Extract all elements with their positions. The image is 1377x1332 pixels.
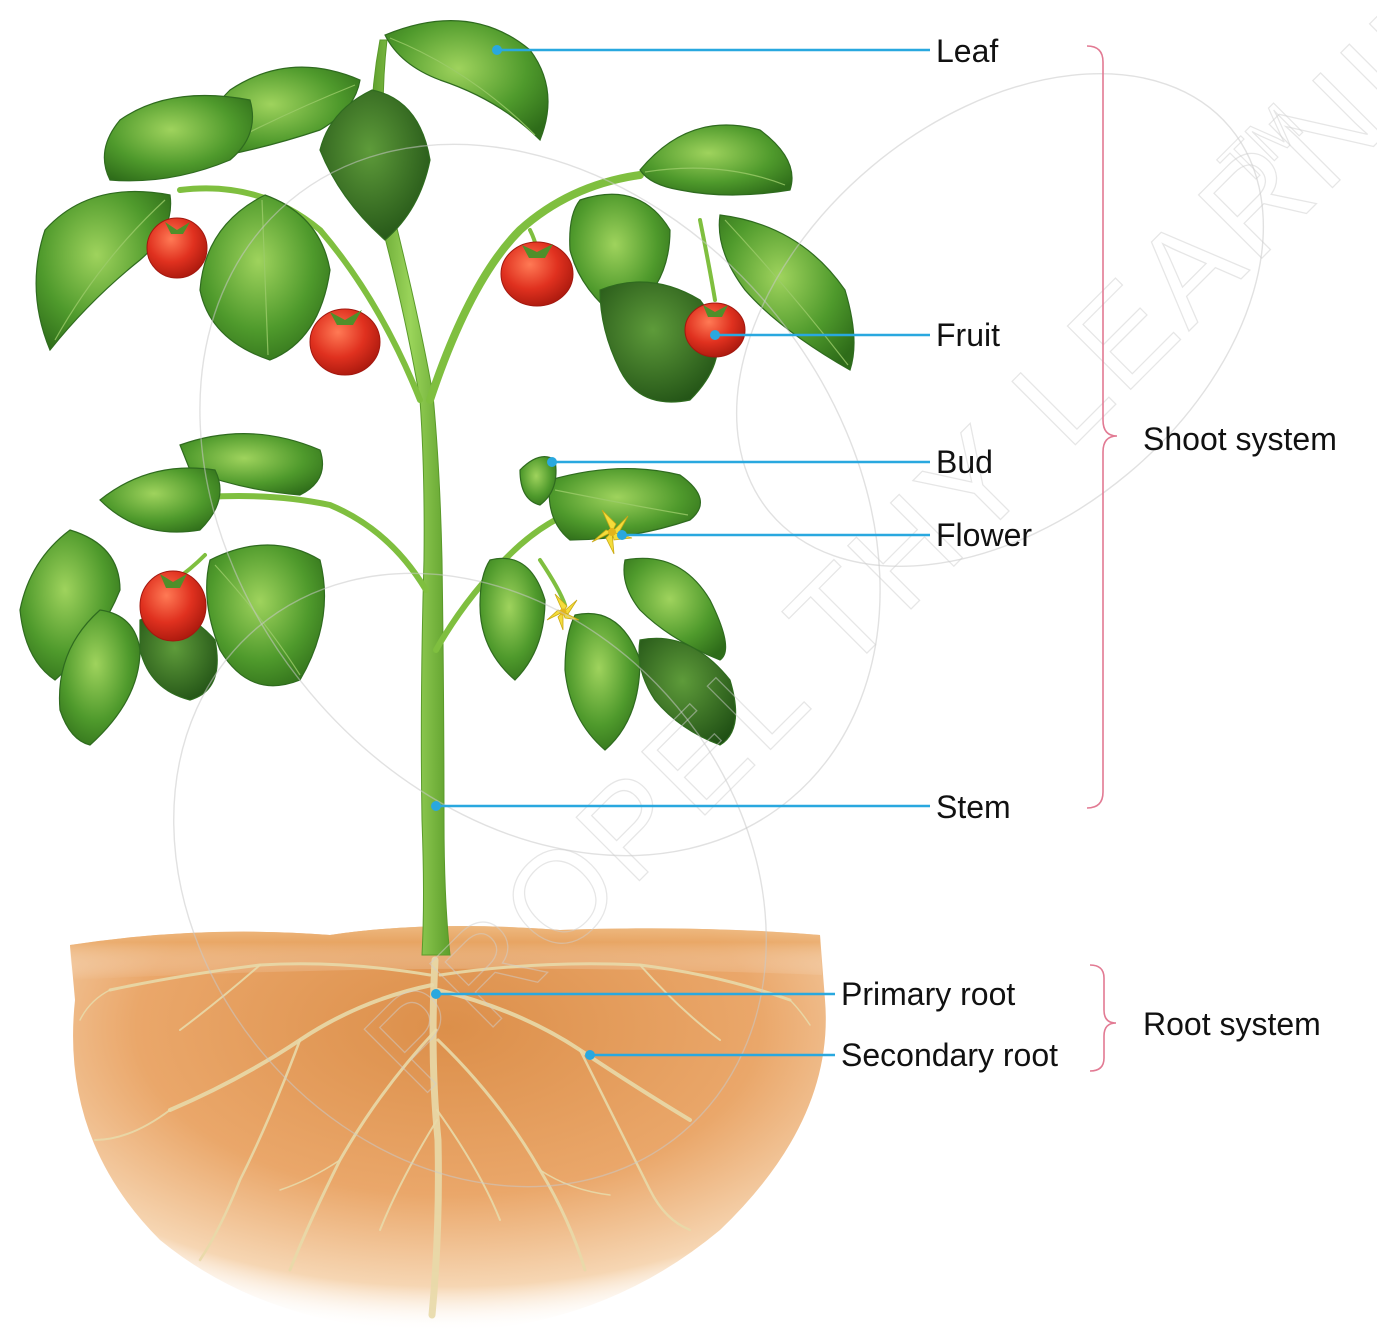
- root-system-brace: [1090, 965, 1116, 1071]
- system-braces: [1087, 46, 1117, 1071]
- label-bud: Bud: [936, 444, 993, 480]
- label-stem: Stem: [936, 789, 1011, 825]
- label-leaf: Leaf: [936, 33, 998, 69]
- label-secondary-root: Secondary root: [841, 1037, 1058, 1073]
- system-labels: Shoot system Root system: [1143, 421, 1337, 1042]
- label-root-system: Root system: [1143, 1006, 1321, 1042]
- label-primary-root: Primary root: [841, 976, 1015, 1012]
- label-shoot-system: Shoot system: [1143, 421, 1337, 457]
- fruit-2: [310, 309, 380, 375]
- label-fruit: Fruit: [936, 317, 1000, 353]
- fruit-1: [147, 218, 207, 278]
- fruit-3: [501, 242, 573, 306]
- fruit-5: [140, 571, 206, 641]
- label-flower: Flower: [936, 517, 1032, 553]
